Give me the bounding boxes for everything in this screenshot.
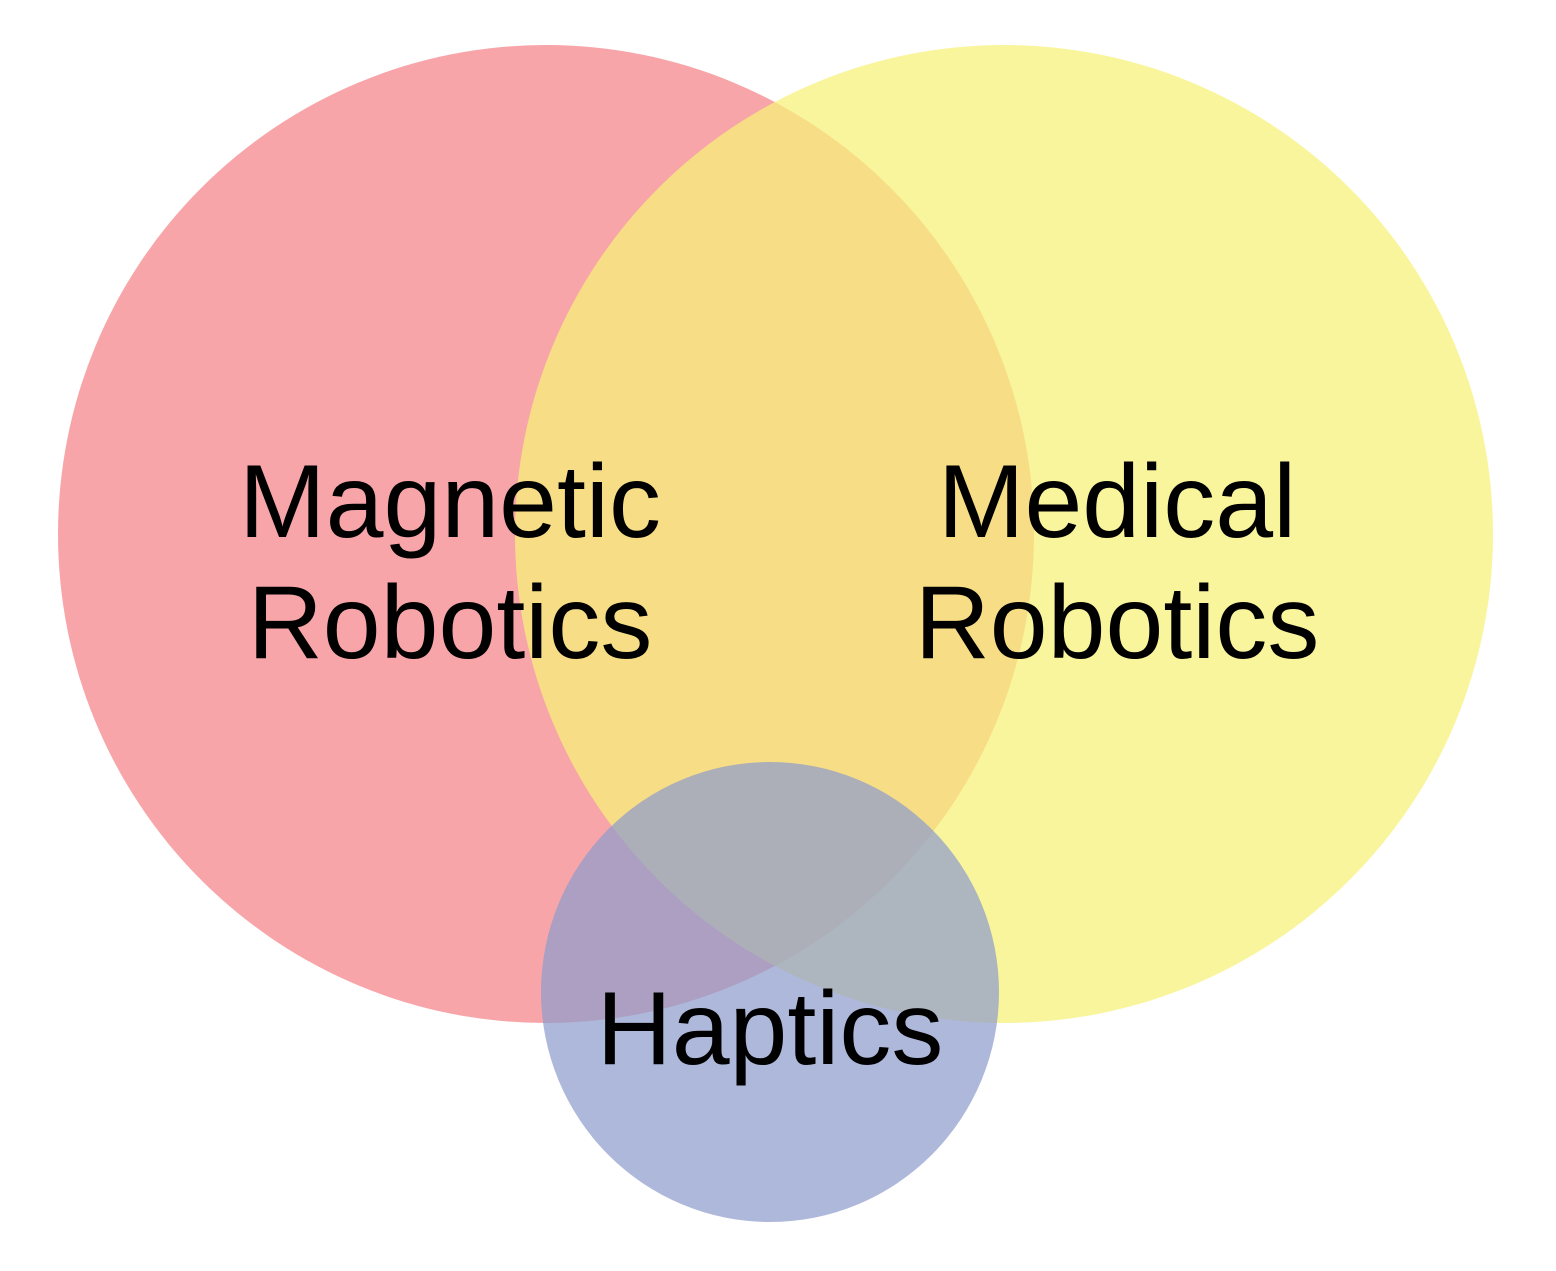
haptics-circle bbox=[541, 762, 999, 1222]
magnetic-label-line2: Robotics bbox=[248, 565, 653, 681]
medical-label-line2: Robotics bbox=[915, 565, 1320, 681]
venn-labels: Magnetic Robotics Medical Robotics Hapti… bbox=[239, 444, 1319, 1087]
haptics-label: Haptics bbox=[597, 971, 944, 1087]
medical-label-line1: Medical bbox=[938, 444, 1296, 560]
magnetic-label-line1: Magnetic bbox=[239, 444, 661, 560]
venn-circles bbox=[58, 45, 1493, 1222]
